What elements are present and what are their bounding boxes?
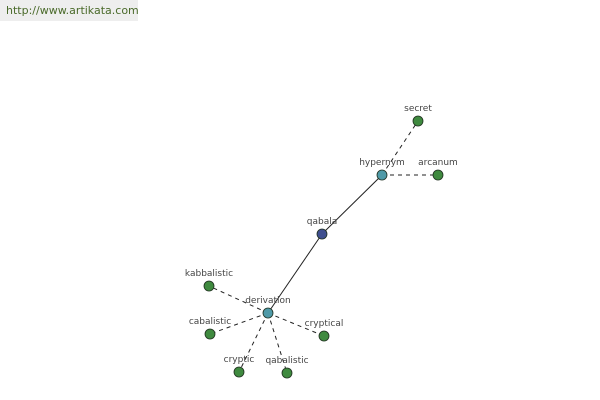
node-label-cabalistic: cabalistic — [189, 317, 231, 327]
node-circle-qabalistic[interactable] — [281, 367, 293, 379]
edge-derivation-cabalistic — [209, 312, 269, 335]
node-label-cryptic: cryptic — [224, 355, 255, 365]
site-link[interactable]: http://www.artikata.com — [0, 0, 139, 21]
node-label-arcanum: arcanum — [418, 158, 458, 168]
node-circle-cryptical[interactable] — [318, 330, 330, 342]
node-label-qabalistic: qabalistic — [265, 356, 308, 366]
node-label-hypernym: hypernym — [359, 158, 405, 168]
node-circle-secret[interactable] — [412, 115, 424, 127]
edge-qabala-derivation — [267, 233, 323, 314]
node-cryptical[interactable]: cryptical — [305, 319, 344, 342]
node-circle-qabala[interactable] — [316, 228, 328, 240]
node-qabalistic[interactable]: qabalistic — [265, 356, 309, 379]
node-cabalistic[interactable]: cabalistic — [189, 317, 231, 340]
edge-qabala-hypernym — [321, 174, 383, 235]
node-hypernym[interactable]: hypernym — [359, 158, 405, 181]
edge-derivation-qabalistic — [267, 312, 288, 374]
node-label-kabbalistic: kabbalistic — [185, 269, 233, 279]
node-circle-arcanum[interactable] — [432, 169, 444, 181]
node-label-secret: secret — [404, 104, 432, 114]
node-circle-hypernym[interactable] — [376, 169, 388, 181]
node-circle-derivation[interactable] — [262, 307, 274, 319]
node-qabala[interactable]: qabala — [307, 217, 337, 240]
node-circle-cabalistic[interactable] — [204, 328, 216, 340]
node-cryptic[interactable]: cryptic — [224, 355, 255, 378]
edges-layer — [208, 120, 438, 374]
node-circle-cryptic[interactable] — [233, 366, 245, 378]
edge-derivation-cryptical — [267, 312, 325, 337]
node-label-derivation: derivation — [245, 296, 291, 306]
node-derivation[interactable]: derivation — [245, 296, 291, 319]
node-secret[interactable]: secret — [404, 104, 432, 127]
edge-derivation-kabbalistic — [208, 285, 269, 314]
edge-hypernym-secret — [381, 120, 419, 176]
node-label-qabala: qabala — [307, 217, 337, 227]
node-label-cryptical: cryptical — [305, 319, 344, 329]
node-arcanum[interactable]: arcanum — [418, 158, 458, 181]
node-circle-kabbalistic[interactable] — [203, 280, 215, 292]
edge-derivation-cryptic — [238, 312, 269, 373]
nodes-layer: qabala hypernym derivation secret arcanum kab… — [185, 104, 458, 379]
node-kabbalistic[interactable]: kabbalistic — [185, 269, 233, 292]
